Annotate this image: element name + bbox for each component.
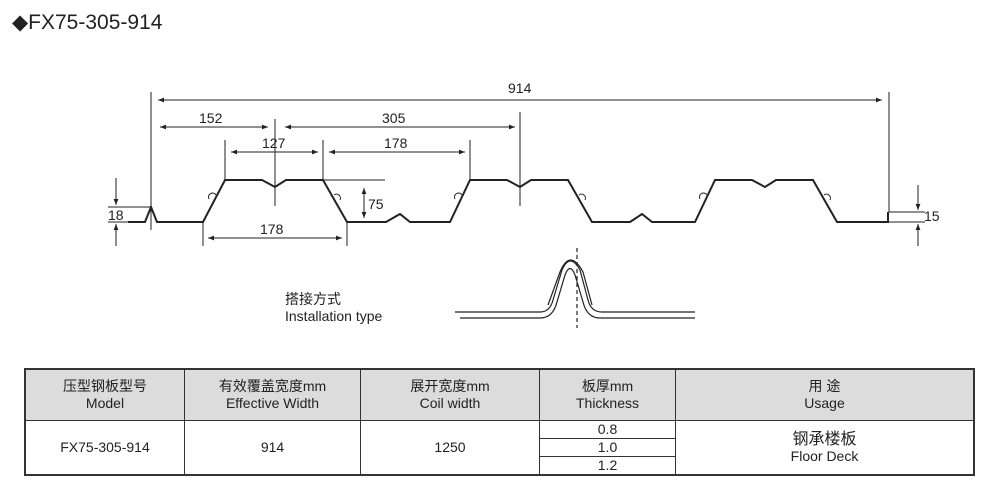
profile-stiffeners	[208, 192, 831, 201]
dim-total: 914	[508, 80, 532, 96]
dim-178-top: 178	[384, 135, 408, 151]
steel-profile	[128, 179, 889, 223]
page-title: ◆FX75-305-914	[12, 11, 163, 34]
dim-152: 152	[199, 110, 223, 126]
cell-thickness: 1.2	[539, 456, 676, 476]
dim-18: 18	[108, 207, 124, 223]
installation-label-en: Installation type	[285, 308, 383, 324]
cell-effective-width: 914	[184, 420, 361, 476]
cell-thickness: 0.8	[539, 420, 676, 439]
dim-305: 305	[382, 110, 406, 126]
profile-diagram	[108, 92, 925, 328]
dim-75: 75	[368, 196, 384, 212]
installation-joint	[455, 248, 695, 328]
cell-coil-width: 1250	[360, 420, 540, 476]
dim-127: 127	[262, 135, 286, 151]
installation-label-cn: 搭接方式	[285, 291, 341, 307]
dim-178-bottom: 178	[260, 221, 284, 237]
cell-thickness: 1.0	[539, 438, 676, 457]
cell-model: FX75-305-914	[24, 420, 185, 476]
dim-15: 15	[924, 208, 940, 224]
dimension-lines	[108, 92, 925, 246]
